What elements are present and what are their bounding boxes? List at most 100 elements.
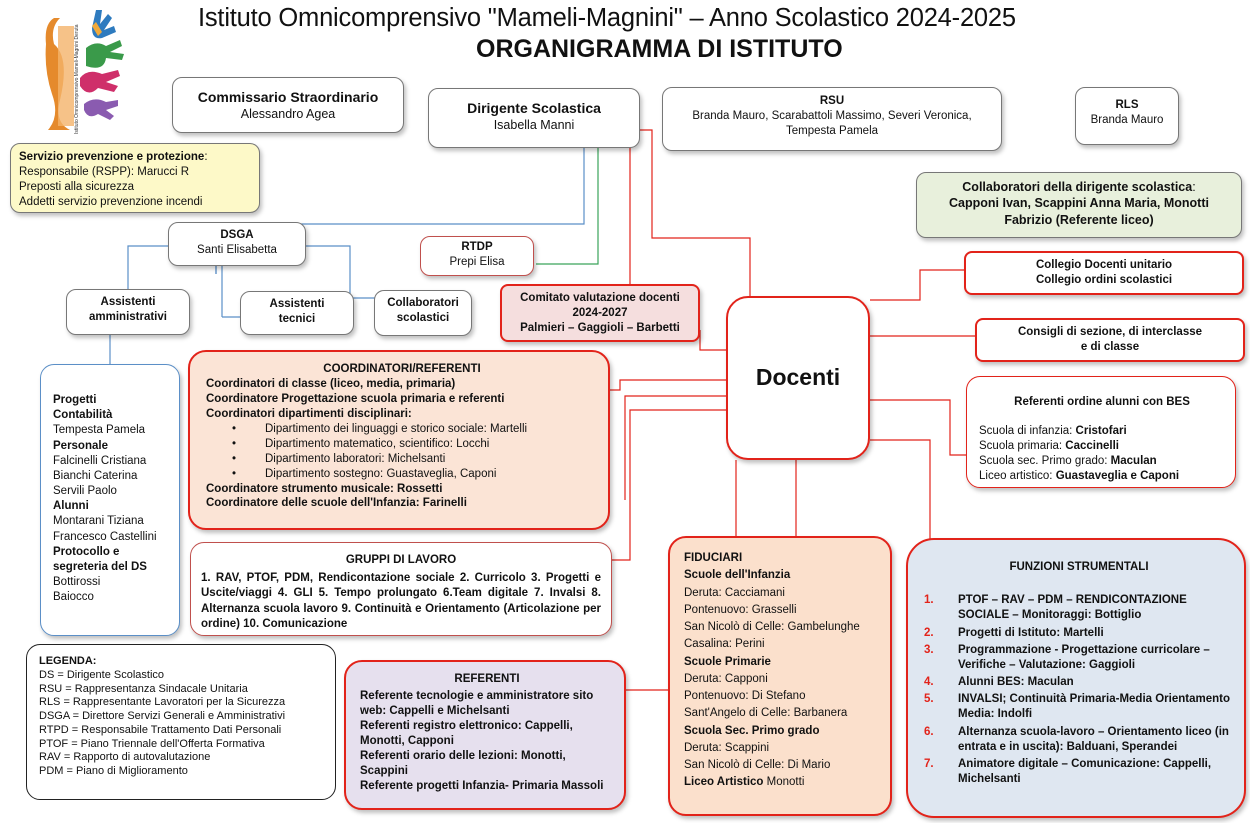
bes-row: Scuola sec. Primo grado: Maculan <box>979 454 1157 467</box>
fiduciari-section: Scuole dell'Infanzia <box>684 569 791 582</box>
uffici-personale: Personale <box>53 439 108 452</box>
rtdp-box: RTDP Prepi Elisa <box>420 236 534 276</box>
uffici-alunni-name: Francesco Castellini <box>53 530 157 543</box>
funzioni-title: FUNZIONI STRUMENTALI <box>1009 561 1149 573</box>
fiduciari-item: Sant'Angelo di Celle: Barbanera <box>684 707 848 720</box>
school-logo: Istituto Omnicomprensivo Mameli-Magnini … <box>40 4 138 136</box>
coordinatori-line: Coordinatore delle scuole dell'Infanzia:… <box>206 497 467 510</box>
legenda-item: DSGA = Direttore Servizi Generali e Ammi… <box>39 710 286 722</box>
assistenti-amministrativi-box: Assistenti amministrativi <box>66 289 190 335</box>
rls-box: RLS Branda Mauro <box>1075 87 1179 145</box>
docenti-label: Docenti <box>755 364 841 391</box>
coordinatori-line: Coordinatori di classe (liceo, media, pr… <box>206 377 456 390</box>
uffici-protocollo-name: Bottirossi <box>53 576 101 589</box>
funzione-item: 7.Animatore digitale – Comunicazione: Ca… <box>924 757 1212 786</box>
assistenti-tec-line1: Assistenti <box>269 298 325 310</box>
comitato-line3: Palmieri – Gaggioli – Barbetti <box>520 321 680 334</box>
coordinatori-line: Coordinatori dipartimenti disciplinari: <box>206 407 412 420</box>
legenda-title: LEGENDA: <box>39 655 97 667</box>
uffici-progetti: Progetti <box>53 394 97 406</box>
fiduciari-box: FIDUCIARI Scuole dell'Infanzia Deruta: C… <box>668 536 892 816</box>
collegio-line1: Collegio Docenti unitario <box>1035 259 1173 271</box>
logo-graphic <box>45 10 124 130</box>
spp-line: Responsabile (RSPP): Marucci R <box>19 165 190 178</box>
dipartimento-item: Dipartimento dei linguaggi e storico soc… <box>232 422 598 437</box>
collaboratori-scolastici-box: Collaboratori scolastici <box>374 290 472 336</box>
page-title: Istituto Omnicomprensivo "Mameli-Magnini… <box>198 4 1016 32</box>
bes-box: Referenti ordine alunni con BES Scuola d… <box>966 376 1236 488</box>
legenda-item: DS = Dirigente Scolastico <box>39 668 165 681</box>
collaboratori-ds-box: Collaboratori della dirigente scolastica… <box>916 172 1242 238</box>
spp-line: Preposti alla sicurezza <box>19 180 135 193</box>
spp-title: Servizio prevenzione e protezione <box>19 151 205 163</box>
rsu-title: RSU <box>819 95 845 107</box>
referenti-item: Referente tecnologie e amministratore si… <box>360 689 594 717</box>
coordinatori-line: Coordinatore strumento musicale: Rossett… <box>206 482 443 495</box>
fiduciari-item: Deruta: Scappini <box>684 741 770 754</box>
collaboratori-ds-title: Collaboratori della dirigente scolastica <box>962 180 1193 194</box>
funzione-item: 3.Programmazione - Progettazione currico… <box>924 643 1210 671</box>
coordinatori-line: Coordinatore Progettazione scuola primar… <box>206 392 505 405</box>
coordinatori-box: COORDINATORI/REFERENTI Coordinatori di c… <box>188 350 610 530</box>
legenda-item: RAV = Rapporto di autovalutazione <box>39 751 211 764</box>
consigli-line1: Consigli di sezione, di interclasse <box>1017 326 1203 338</box>
collegio-box: Collegio Docenti unitario Collegio ordin… <box>964 251 1244 295</box>
dirigente-box: Dirigente Scolastica Isabella Manni <box>428 88 640 148</box>
gruppi-text: 1. RAV, PTOF, PDM, Rendicontazione socia… <box>201 571 601 631</box>
legenda-item: PDM = Piano di Miglioramento <box>39 765 188 777</box>
uffici-alunni-name: Montarani Tiziana <box>53 515 144 528</box>
fiduciari-section: Liceo Artistico <box>684 776 764 789</box>
gruppi-box: GRUPPI DI LAVORO 1. RAV, PTOF, PDM, Rend… <box>190 542 612 636</box>
referenti-item: Referente progetti Infanzia- Primaria Ma… <box>360 779 604 792</box>
bes-row: Scuola primaria: Caccinelli <box>979 439 1119 452</box>
legenda-box: LEGENDA: DS = Dirigente Scolastico RSU =… <box>26 644 336 800</box>
fiduciari-section: Scuola Sec. Primo grado <box>684 724 820 737</box>
dirigente-name: Isabella Manni <box>493 118 575 133</box>
comitato-line2: 2024-2027 <box>572 306 628 319</box>
fiduciari-item: Pontenuovo: Grasselli <box>684 603 797 616</box>
docenti-box: Docenti <box>726 296 870 460</box>
gruppi-title: GRUPPI DI LAVORO <box>345 554 457 566</box>
commissario-title: Commissario Straordinario <box>197 89 379 105</box>
dsga-box: DSGA Santi Elisabetta <box>168 222 306 266</box>
bes-title: Referenti ordine alunni con BES <box>1014 396 1190 408</box>
dipartimento-item: Dipartimento laboratori: Michelsanti <box>232 452 598 467</box>
fiduciari-item: Pontenuovo: Di Stefano <box>684 690 806 702</box>
rls-title: RLS <box>1115 99 1139 111</box>
referenti-item: Referenti registro elettronico: Cappelli… <box>360 719 573 747</box>
fiduciari-item: Casalina: Perini <box>684 638 765 651</box>
funzione-item: 1.PTOF – RAV – PDM – RENDICONTAZIONE SOC… <box>924 594 1187 622</box>
dirigente-title: Dirigente Scolastica <box>467 100 601 116</box>
comitato-line1: Comitato valutazione docenti <box>520 292 680 304</box>
assistenti-amm-line1: Assistenti <box>100 296 156 308</box>
fiduciari-item: Monotti <box>766 776 805 789</box>
uffici-protocollo-name: Baiocco <box>53 591 94 604</box>
funzione-item: 2.Progetti di Istituto: Martelli <box>924 626 1104 639</box>
fiduciari-section: Scuole Primarie <box>684 655 771 668</box>
referenti-title: REFERENTI <box>454 673 520 685</box>
bes-row: Scuola di infanzia: Cristofari <box>979 424 1127 437</box>
coordinatori-title: COORDINATORI/REFERENTI <box>323 363 481 375</box>
fiduciari-title: FIDUCIARI <box>684 552 743 564</box>
legenda-item: RTPD = Responsabile Trattamento Dati Per… <box>39 723 282 736</box>
consigli-line2: e di classe <box>1080 340 1140 353</box>
uffici-contabilita: Contabilità <box>53 409 113 422</box>
uffici-personale-name: Falcinelli Cristiana <box>53 454 147 467</box>
consigli-box: Consigli di sezione, di interclasse e di… <box>975 318 1245 362</box>
collab-scol-line1: Collaboratori <box>387 297 459 309</box>
fiduciari-item: Deruta: Capponi <box>684 672 768 685</box>
uffici-personale-name: Bianchi Caterina <box>53 469 138 482</box>
rtdp-name: Prepi Elisa <box>449 255 505 268</box>
dipartimento-item: Dipartimento matematico, scientifico: Lo… <box>232 437 598 452</box>
dipartimenti-list: Dipartimento dei linguaggi e storico soc… <box>232 422 598 482</box>
referenti-item: Referenti orario delle lezioni: Monotti,… <box>360 749 566 777</box>
collegio-line2: Collegio ordini scolastici <box>1035 273 1173 286</box>
uffici-alunni: Alunni <box>53 500 89 513</box>
rsu-box: RSU Branda Mauro, Scarabattoli Massimo, … <box>662 87 1002 151</box>
page-subtitle: ORGANIGRAMMA DI ISTITUTO <box>476 35 843 63</box>
funzioni-list: 1.PTOF – RAV – PDM – RENDICONTAZIONE SOC… <box>924 593 1234 787</box>
fiduciari-item: San Nicolò di Celle: Di Mario <box>684 759 831 771</box>
uffici-personale-name: Servili Paolo <box>53 485 117 498</box>
rtdp-title: RTDP <box>461 241 493 253</box>
assistenti-amm-line2: amministrativi <box>89 310 167 323</box>
